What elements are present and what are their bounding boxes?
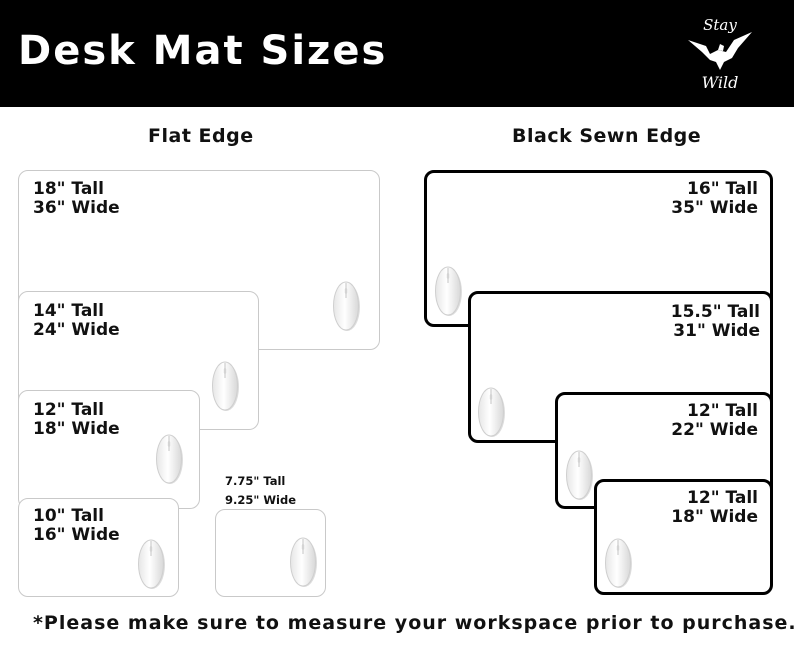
mat-width: 9.25" Wide	[225, 493, 297, 507]
mouse-icon	[435, 265, 463, 317]
mat-height: 15.5" Tall	[670, 302, 760, 322]
mat-height: 14" Tall	[33, 301, 104, 321]
flat-mat-4-label: 10" Tall 16" Wide	[33, 507, 120, 545]
sewn-mat-3-label: 12" Tall 22" Wide	[671, 402, 758, 440]
flat-mat-2-label: 14" Tall 24" Wide	[33, 302, 120, 340]
mouse-icon	[566, 449, 594, 501]
measure-disclaimer: *Please make sure to measure your worksp…	[33, 612, 794, 634]
mouse-icon	[156, 433, 184, 485]
mat-height: 18" Tall	[33, 179, 104, 199]
mouse-icon	[290, 536, 318, 588]
sewn-mat-2-label: 15.5" Tall 31" Wide	[671, 303, 760, 341]
mat-width: 35" Wide	[671, 198, 758, 218]
mat-height: 7.75" Tall	[225, 474, 286, 488]
sewn-edge-title: Black Sewn Edge	[512, 125, 702, 147]
mat-height: 12" Tall	[33, 400, 104, 420]
page-title: Desk Mat Sizes	[18, 28, 388, 74]
eagle-icon	[688, 32, 752, 70]
flat-mat-1-label: 18" Tall 36" Wide	[33, 180, 120, 218]
sewn-mat-4-label: 12" Tall 18" Wide	[671, 489, 758, 527]
mat-height: 12" Tall	[687, 488, 758, 508]
mouse-icon	[333, 280, 361, 332]
stay-wild-logo: Stay Wild	[688, 16, 752, 92]
mat-height: 12" Tall	[687, 401, 758, 421]
flat-mat-3-label: 12" Tall 18" Wide	[33, 401, 120, 439]
sewn-mat-1-label: 16" Tall 35" Wide	[671, 180, 758, 218]
mat-width: 24" Wide	[33, 320, 120, 340]
mat-height: 10" Tall	[33, 506, 104, 526]
mat-width: 16" Wide	[33, 525, 120, 545]
mat-width: 31" Wide	[673, 321, 760, 341]
mat-height: 16" Tall	[687, 179, 758, 199]
header-banner: Desk Mat Sizes Stay Wild	[0, 0, 794, 107]
mouse-icon	[478, 386, 506, 438]
mat-width: 18" Wide	[671, 507, 758, 527]
mat-width: 36" Wide	[33, 198, 120, 218]
mat-width: 22" Wide	[671, 420, 758, 440]
mat-width: 18" Wide	[33, 419, 120, 439]
flat-edge-title: Flat Edge	[148, 125, 254, 147]
logo-text-top: Stay	[703, 16, 737, 34]
mouse-icon	[605, 537, 633, 589]
logo-text-bottom: Wild	[702, 73, 739, 92]
flat-mat-5-label: 7.75" Tall 9.25" Wide	[225, 472, 296, 510]
mouse-icon	[138, 538, 166, 590]
mouse-icon	[212, 360, 240, 412]
